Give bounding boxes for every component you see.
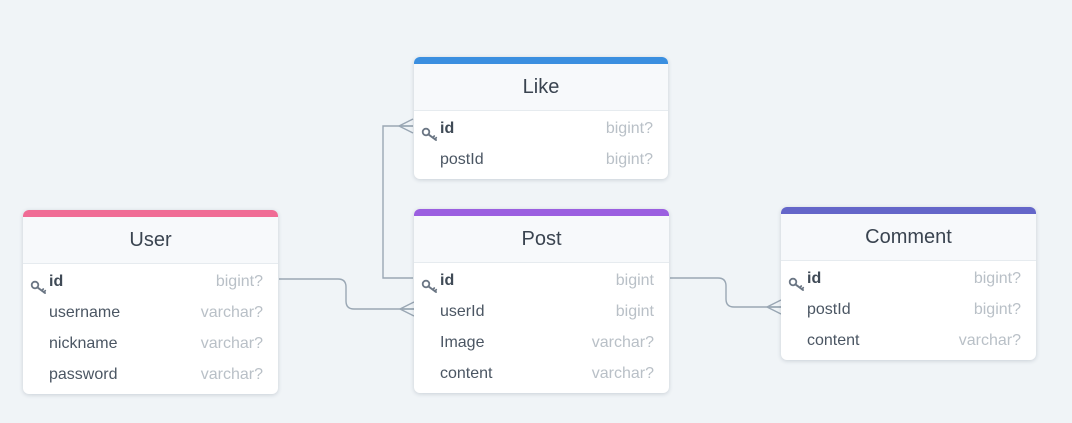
relation-post-like xyxy=(382,125,413,279)
relation-user-post xyxy=(279,278,414,310)
field-type: bigint? xyxy=(605,151,653,168)
field-type: varchar? xyxy=(958,332,1021,349)
table-post[interactable]: Post id bigint userId bigint Image varch… xyxy=(414,209,669,393)
field-name: id xyxy=(49,273,64,290)
field-row[interactable]: id bigint xyxy=(414,265,669,296)
field-name: username xyxy=(49,304,121,321)
table-accent-bar xyxy=(23,210,278,217)
relation-post-comment xyxy=(670,277,781,308)
table-like[interactable]: Like id bigint? postId bigint? xyxy=(414,57,668,179)
table-user[interactable]: User id bigint? username varchar? nickna… xyxy=(23,210,278,394)
field-row[interactable]: userId bigint xyxy=(414,296,669,327)
field-name: postId xyxy=(440,151,484,168)
field-list: id bigint userId bigint Image varchar? c… xyxy=(414,263,669,393)
field-name: id xyxy=(440,272,455,289)
key-icon xyxy=(30,274,48,294)
field-row[interactable]: password varchar? xyxy=(23,359,278,390)
crows-foot-like xyxy=(398,118,414,134)
field-type: varchar? xyxy=(200,335,263,352)
field-name: id xyxy=(807,270,822,287)
field-row[interactable]: id bigint? xyxy=(23,266,278,297)
field-row[interactable]: postId bigint? xyxy=(781,294,1036,325)
crows-foot-comment xyxy=(766,299,782,315)
field-name: id xyxy=(440,120,455,137)
field-row[interactable]: postId bigint? xyxy=(414,144,668,175)
field-row[interactable]: Image varchar? xyxy=(414,327,669,358)
table-title: Post xyxy=(414,216,669,263)
field-type: bigint xyxy=(615,272,654,289)
field-type: varchar? xyxy=(591,334,654,351)
field-name: content xyxy=(440,365,493,382)
field-type: varchar? xyxy=(200,366,263,383)
field-name: nickname xyxy=(49,335,118,352)
field-list: id bigint? postId bigint? content varcha… xyxy=(781,261,1036,360)
field-type: bigint? xyxy=(973,301,1021,318)
key-icon xyxy=(421,121,439,141)
field-row[interactable]: id bigint? xyxy=(414,113,668,144)
field-type: bigint? xyxy=(973,270,1021,287)
table-title: Comment xyxy=(781,214,1036,261)
field-type: varchar? xyxy=(200,304,263,321)
field-row[interactable]: content varchar? xyxy=(781,325,1036,356)
field-type: bigint? xyxy=(215,273,263,290)
field-row[interactable]: username varchar? xyxy=(23,297,278,328)
table-accent-bar xyxy=(781,207,1036,214)
field-name: userId xyxy=(440,303,485,320)
field-name: content xyxy=(807,332,860,349)
field-list: id bigint? username varchar? nickname va… xyxy=(23,264,278,394)
field-type: bigint xyxy=(615,303,654,320)
table-accent-bar xyxy=(414,57,668,64)
field-type: bigint? xyxy=(605,120,653,137)
table-comment[interactable]: Comment id bigint? postId bigint? conten… xyxy=(781,207,1036,360)
key-icon xyxy=(421,273,439,293)
table-title: User xyxy=(23,217,278,264)
field-row[interactable]: content varchar? xyxy=(414,358,669,389)
field-name: postId xyxy=(807,301,851,318)
field-row[interactable]: id bigint? xyxy=(781,263,1036,294)
field-name: Image xyxy=(440,334,485,351)
crows-foot-post xyxy=(399,301,415,317)
table-title: Like xyxy=(414,64,668,111)
key-icon xyxy=(788,271,806,291)
field-name: password xyxy=(49,366,118,383)
table-accent-bar xyxy=(414,209,669,216)
field-list: id bigint? postId bigint? xyxy=(414,111,668,179)
field-row[interactable]: nickname varchar? xyxy=(23,328,278,359)
field-type: varchar? xyxy=(591,365,654,382)
